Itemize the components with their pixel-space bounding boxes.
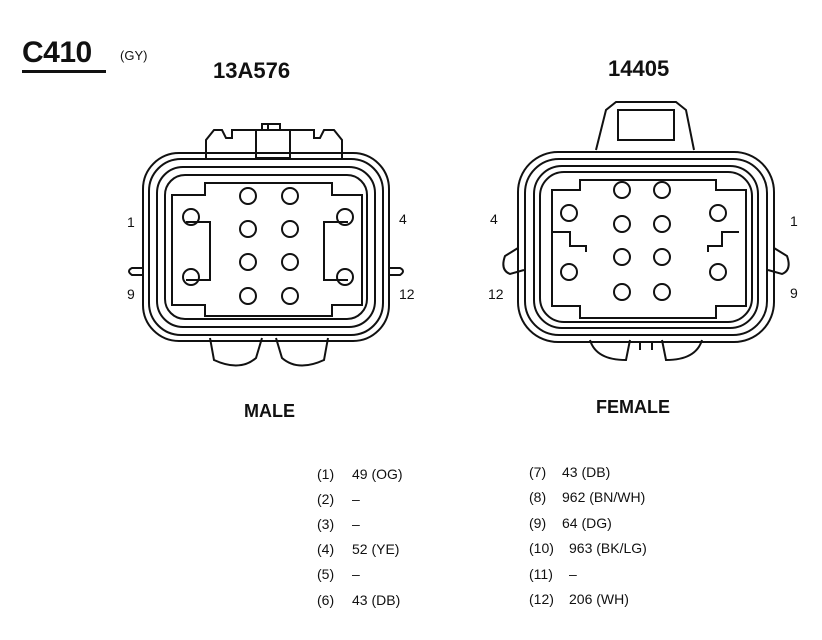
connector-color-code: (GY): [120, 48, 148, 63]
pin-number: (2): [317, 491, 335, 507]
pinout-row: (10) 963 (BK/LG): [529, 540, 647, 556]
male-label: MALE: [244, 401, 295, 421]
pin-number: (1): [317, 466, 335, 482]
circuit-value: 963 (BK/LG): [569, 540, 647, 556]
female-label: FEMALE: [596, 397, 670, 417]
female-part-number: 14405: [608, 56, 670, 81]
male-pins: [182, 187, 354, 305]
pinout-row: (8) 962 (BN/WH): [529, 489, 645, 505]
pin-number: (9): [529, 515, 547, 531]
circuit-value: 49 (OG): [352, 466, 403, 482]
pin-number: (4): [317, 541, 335, 557]
male-pin-label-bottom-left: 9: [127, 286, 135, 302]
female-pin-label-bottom-left: 12: [488, 286, 504, 302]
female-pin-label-bottom-right: 9: [790, 285, 798, 301]
pinout-row: (4) 52 (YE): [317, 541, 399, 557]
male-pin-label-top-right: 4: [399, 211, 407, 227]
pinout-row: (1) 49 (OG): [317, 466, 403, 482]
male-connector-drawing: [128, 123, 404, 367]
male-part-number: 13A576: [213, 58, 291, 83]
circuit-value: 52 (YE): [352, 541, 400, 557]
pin-number: (8): [529, 489, 547, 505]
pinout-row: (2) –: [317, 491, 360, 507]
circuit-value: 206 (WH): [569, 591, 629, 607]
circuit-value: 43 (DB): [562, 464, 611, 480]
female-pin-label-top-right: 1: [790, 213, 798, 229]
connector-id-underline: [22, 70, 106, 73]
pin-number: (10): [529, 540, 554, 556]
circuit-value: –: [569, 566, 577, 582]
pin-number: (11): [529, 566, 553, 582]
circuit-value: –: [352, 491, 360, 507]
pinout-row: (5) –: [317, 566, 360, 582]
pin-number: (12): [529, 591, 554, 607]
pinout-row: (6) 43 (DB): [317, 592, 400, 608]
pin-number: (3): [317, 516, 335, 532]
female-connector-drawing: [502, 101, 790, 362]
pin-number: (5): [317, 566, 335, 582]
circuit-value: 962 (BN/WH): [562, 489, 646, 505]
pinout-row: (11)–: [529, 566, 577, 582]
pin-number: (6): [317, 592, 335, 608]
circuit-value: –: [352, 516, 360, 532]
pinout-row: (12) 206 (WH): [529, 591, 629, 607]
pinout-row: (9) 64 (DG): [529, 515, 612, 531]
male-pin-label-top-left: 1: [127, 214, 135, 230]
female-pin-label-top-left: 4: [490, 211, 498, 227]
connector-id: C410: [22, 36, 92, 69]
pin-number: (7): [529, 464, 547, 480]
pinout-row: (3) –: [317, 516, 360, 532]
circuit-value: –: [352, 566, 360, 582]
male-pin-label-bottom-right: 12: [399, 286, 415, 302]
circuit-value: 43 (DB): [352, 592, 401, 608]
female-pins: [560, 181, 727, 301]
pinout-row: (7) 43 (DB): [529, 464, 610, 480]
circuit-value: 64 (DG): [562, 515, 612, 531]
